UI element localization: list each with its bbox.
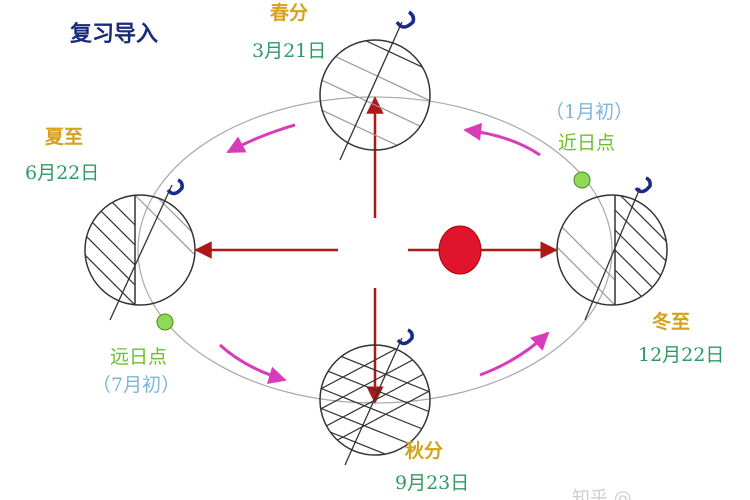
sunlight-arrows <box>194 96 558 404</box>
winter-solstice-date: 12月22日 <box>638 344 725 366</box>
aphelion-time: （7月初） <box>92 374 181 396</box>
spring-equinox-label: 春分 <box>270 2 309 24</box>
aphelion-dot <box>156 313 174 331</box>
rotation-arrow-icons <box>166 10 652 346</box>
perihelion-label: 近日点 <box>558 132 616 154</box>
autumn-equinox-date: 9月23日 <box>395 472 470 494</box>
summer-solstice-date: 6月22日 <box>25 162 100 184</box>
aphelion-label: 远日点 <box>110 346 168 368</box>
watermark: 知乎 @ <box>572 488 632 500</box>
autumn-equinox-label: 秋分 <box>405 440 444 462</box>
winter-solstice-label: 冬至 <box>652 311 691 333</box>
perihelion-dot <box>573 171 591 189</box>
earth-autumn <box>319 337 431 466</box>
sun <box>438 225 482 275</box>
page-title: 复习导入 <box>70 22 159 47</box>
perihelion-time: （1月初） <box>545 101 634 123</box>
spring-equinox-date: 3月21日 <box>252 40 327 62</box>
summer-solstice-label: 夏至 <box>45 126 84 148</box>
orbit-direction-arrows <box>218 122 550 384</box>
